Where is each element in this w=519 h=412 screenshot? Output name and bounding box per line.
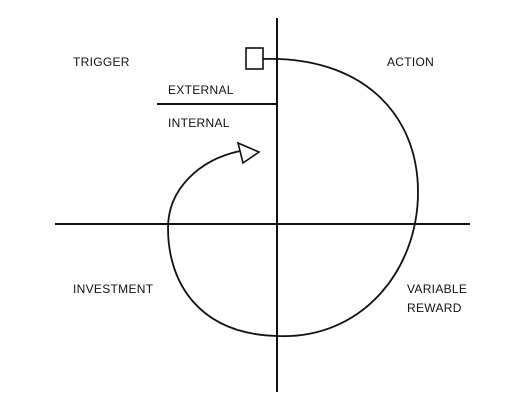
action-label: ACTION — [387, 55, 434, 69]
internal-label: INTERNAL — [168, 116, 230, 130]
start-square — [245, 47, 264, 70]
variable-reward-label-line2: REWARD — [407, 301, 462, 315]
investment-label: INVESTMENT — [73, 282, 154, 296]
external-label: EXTERNAL — [168, 83, 234, 97]
variable-reward-label-line1: VARIABLE — [407, 282, 467, 296]
loop-arrowhead — [236, 141, 261, 165]
hook-loop-path — [167, 58, 419, 337]
trigger-label: TRIGGER — [73, 55, 130, 69]
